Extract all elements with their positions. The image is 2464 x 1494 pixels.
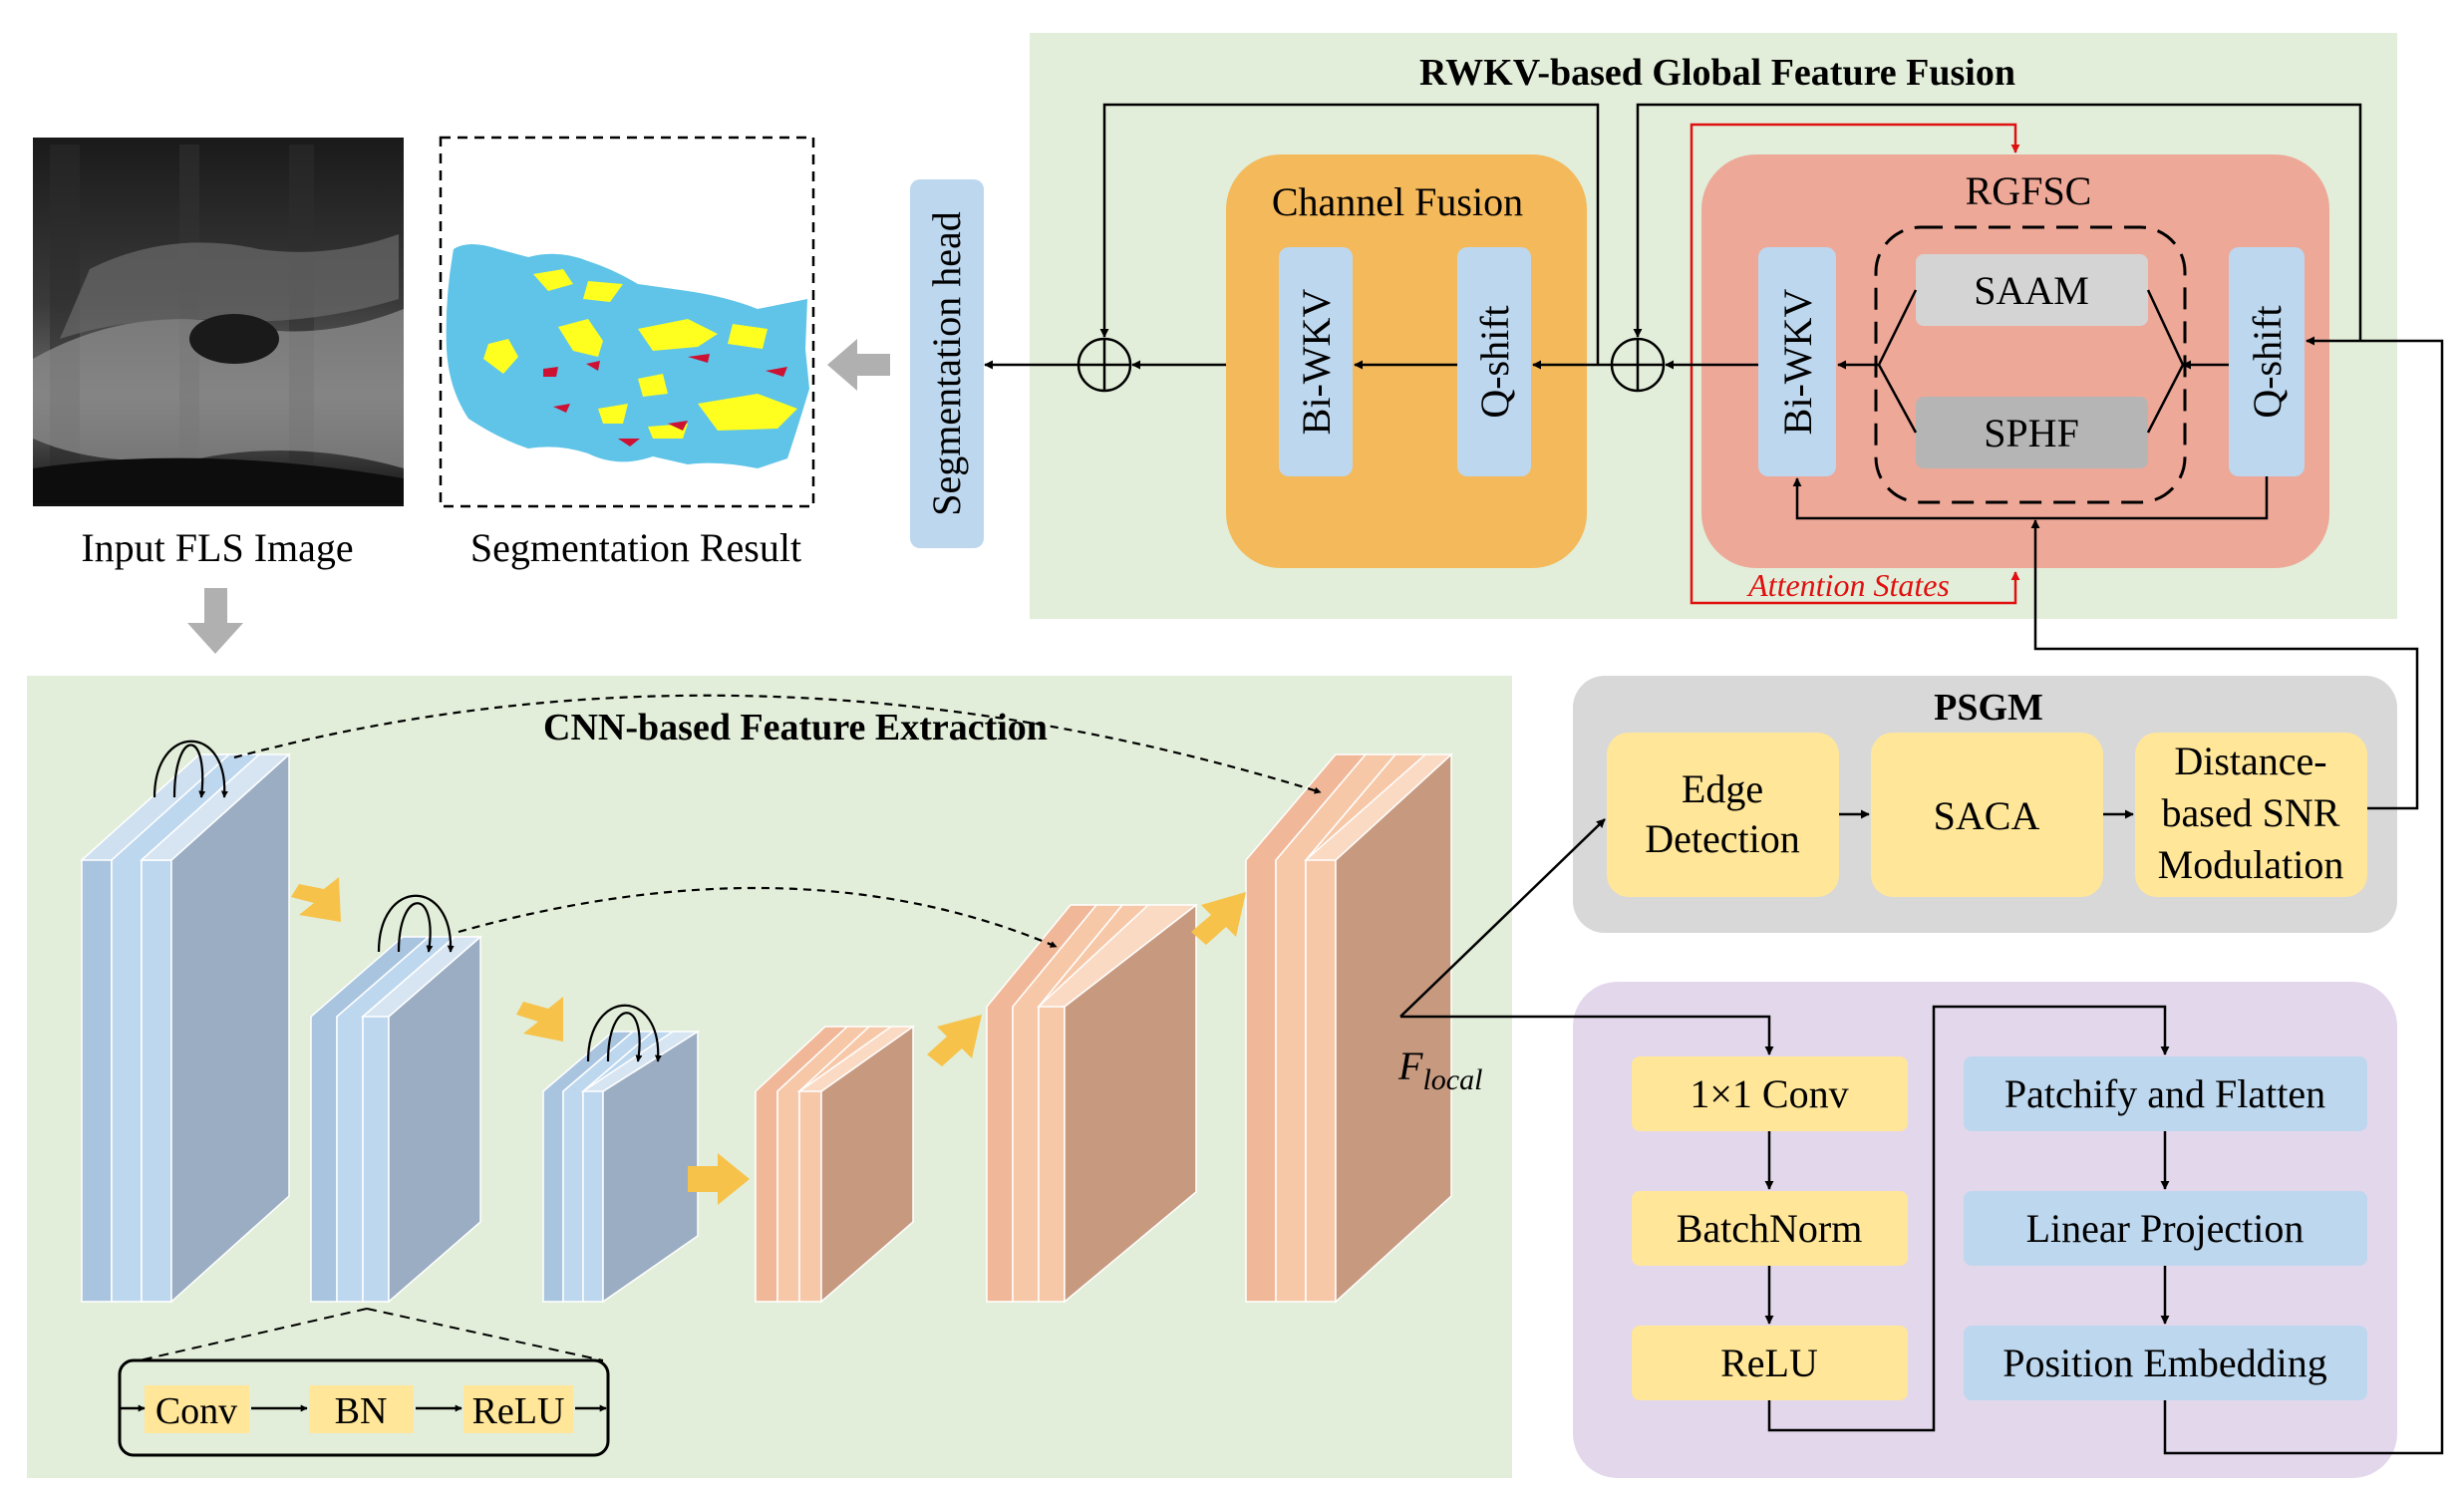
encoder-stack-3	[542, 1030, 701, 1304]
rgfsc-qshift-label: Q-shift	[2245, 305, 2290, 418]
plus-circle-left	[1077, 337, 1132, 393]
saca-label: SACA	[1934, 793, 2040, 838]
batchnorm-label: BatchNorm	[1677, 1206, 1863, 1251]
rwkv-title: RWKV-based Global Feature Fusion	[1419, 52, 2015, 94]
cf-biwkv-box	[1279, 247, 1353, 476]
decoder-stack-2	[986, 903, 1199, 1304]
block-conv-box	[145, 1385, 249, 1433]
psgm-arrows	[1839, 519, 2419, 819]
encoder-stack-1	[80, 752, 291, 1304]
cnn-yellow-arrows	[291, 877, 1246, 1205]
sphf-box	[1916, 397, 2148, 468]
relu-label: ReLU	[1720, 1341, 1818, 1385]
grey-arrow-down	[187, 588, 243, 654]
rwkv-flow-arrows	[984, 103, 2362, 370]
input-fls-label: Input FLS Image	[81, 525, 353, 570]
relu-box	[1632, 1326, 1908, 1400]
rgfsc-biwkv-label: Bi-WKV	[1775, 289, 1820, 436]
cnn-skip-connections	[233, 694, 1322, 949]
position-embedding-box	[1964, 1326, 2367, 1400]
cf-qshift-box	[1457, 247, 1531, 476]
cnn-title: CNN-based Feature Extraction	[543, 707, 1048, 748]
batchnorm-box	[1632, 1191, 1908, 1266]
embedding-arrows	[1764, 336, 2444, 1455]
segmentation-head-box	[910, 179, 984, 548]
linear-projection-box	[1964, 1191, 2367, 1266]
psgm-title: PSGM	[1934, 687, 2043, 729]
patchify-label: Patchify and Flatten	[2004, 1071, 2325, 1116]
block-relu-box	[463, 1385, 573, 1433]
decoder-stack-3	[1245, 752, 1453, 1304]
rgfsc-connectors	[1792, 289, 2269, 520]
grey-arrow-left	[827, 339, 890, 391]
cf-qshift-label: Q-shift	[1472, 305, 1517, 418]
rgfsc-title: RGFSC	[1966, 168, 2092, 213]
block-relu-label: ReLU	[472, 1390, 565, 1432]
f-local-label: Flocal	[1397, 1044, 1482, 1096]
block-zoom-lines	[139, 1308, 604, 1361]
attention-states-loop	[1690, 123, 2020, 605]
channel-fusion-title: Channel Fusion	[1272, 179, 1523, 224]
snr-modulation-box	[2135, 733, 2367, 897]
segmentation-result-map	[446, 244, 809, 468]
position-embedding-label: Position Embedding	[2002, 1341, 2327, 1385]
cnn-self-arcs	[153, 740, 662, 1062]
conv1x1-label: 1×1 Conv	[1690, 1071, 1848, 1116]
segmentation-head-label: Segmentation head	[924, 211, 969, 515]
block-bn-box	[309, 1385, 414, 1433]
saam-label: SAAM	[1974, 268, 2089, 313]
input-fls-image	[33, 138, 404, 506]
cf-biwkv-label: Bi-WKV	[1294, 289, 1339, 436]
attention-states-label: Attention States	[1746, 567, 1950, 603]
saam-box	[1916, 254, 2148, 326]
saca-box	[1871, 733, 2103, 897]
edge-detection-box	[1607, 733, 1839, 897]
sphf-label: SPHF	[1984, 411, 2079, 455]
linear-projection-label: Linear Projection	[2026, 1206, 2305, 1251]
f-local-connections	[1399, 818, 1774, 1055]
conv1x1-box	[1632, 1056, 1908, 1131]
segmentation-result-label: Segmentation Result	[470, 525, 801, 570]
rgfsc-biwkv-box	[1758, 247, 1836, 476]
decoder-stack-1	[755, 1025, 916, 1304]
patchify-box	[1964, 1056, 2367, 1131]
rgfsc-qshift-box	[2229, 247, 2305, 476]
rgfsc-box	[1701, 154, 2329, 568]
plus-circle-right	[1610, 337, 1666, 393]
encoder-stack-2	[310, 935, 483, 1304]
block-conv-label: Conv	[155, 1390, 237, 1432]
block-bn-label: BN	[335, 1390, 388, 1432]
